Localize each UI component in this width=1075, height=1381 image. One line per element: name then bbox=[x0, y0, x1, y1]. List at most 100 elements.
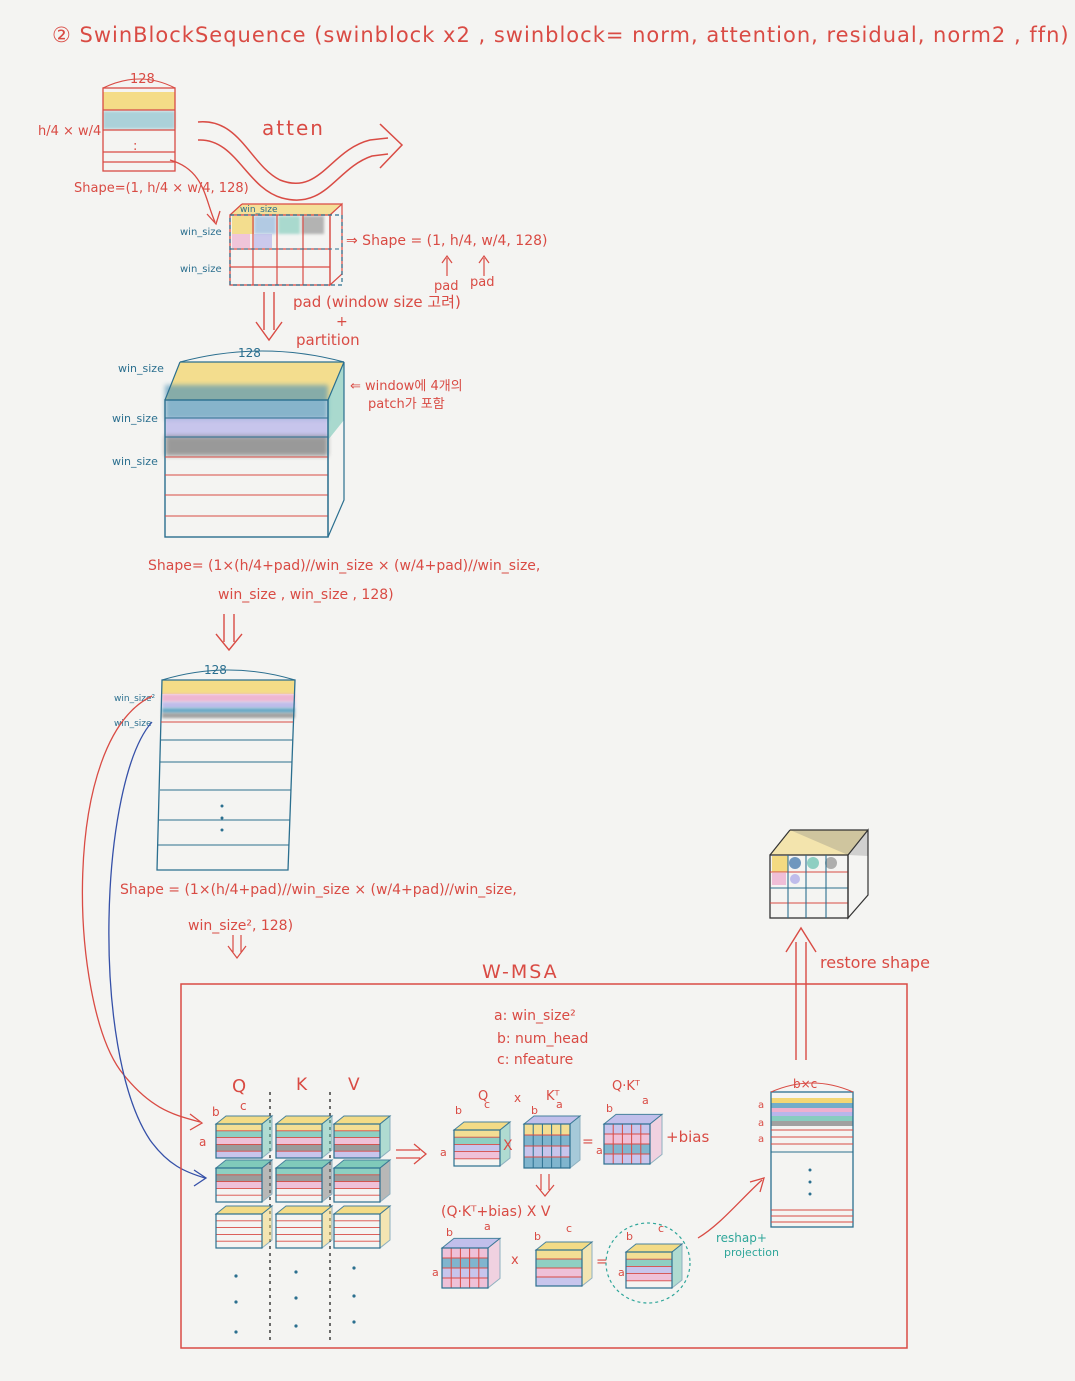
times-sign-2: x bbox=[511, 1253, 519, 1268]
qkv-continuation-dots bbox=[234, 1266, 356, 1334]
qkt-label: Q·Kᵀ bbox=[612, 1079, 641, 1094]
pad-arrow-1 bbox=[441, 254, 453, 276]
legend-c: c: nfeature bbox=[497, 1052, 573, 1068]
curve-arrow-red-head bbox=[189, 1113, 204, 1131]
padded-grid-cube bbox=[229, 202, 343, 287]
q-cube-head-1 bbox=[214, 1114, 274, 1160]
mm-a-label-4: a bbox=[596, 1144, 603, 1157]
v-cube-head-3 bbox=[332, 1204, 392, 1250]
kt-matmul-cube bbox=[522, 1114, 582, 1170]
pad-label-2: pad bbox=[470, 275, 494, 290]
av-b-label-2: b bbox=[534, 1230, 541, 1243]
av-c-label-3: c bbox=[658, 1222, 664, 1235]
mm-b-label-2: b bbox=[531, 1104, 538, 1117]
q-matmul-cube bbox=[452, 1120, 512, 1168]
av-b-label-3: b bbox=[626, 1230, 633, 1243]
times-small: x bbox=[514, 1091, 521, 1105]
matmul-row bbox=[452, 1113, 664, 1170]
k-cube-head-2 bbox=[274, 1158, 334, 1204]
shape-label-3-line1: Shape= (1×(h/4+pad)//win_size × (w/4+pad… bbox=[148, 558, 540, 574]
atten-label: atten bbox=[262, 116, 325, 140]
curve-arrow-red bbox=[81, 695, 201, 1123]
qkv-a-label: a bbox=[199, 1135, 206, 1149]
projection-label: projection bbox=[724, 1246, 779, 1259]
mm-c-label-1: c bbox=[484, 1098, 490, 1111]
to-grid-arrowhead bbox=[206, 210, 221, 226]
dim-label-128-cube: 128 bbox=[238, 346, 261, 360]
pad-window-label: pad (window size 고려) bbox=[293, 293, 461, 311]
dots-label: : bbox=[133, 139, 137, 154]
legend-a: a: win_size² bbox=[494, 1008, 576, 1024]
partition-label: partition bbox=[296, 331, 360, 349]
dim-label-h-w: h/4 × w/4 bbox=[38, 124, 101, 139]
matmul-down-arrow bbox=[535, 1174, 555, 1197]
q-header: Q bbox=[232, 1076, 246, 1097]
plus-bias-label: +bias bbox=[666, 1128, 709, 1146]
kt-label: Kᵀ bbox=[546, 1089, 561, 1104]
reshape-arrow bbox=[697, 1179, 763, 1239]
win-size-sq-label: win_size² bbox=[114, 694, 156, 704]
win-size-label-left2: win_size bbox=[180, 264, 222, 275]
partition-cube bbox=[164, 350, 345, 538]
qkt-matmul-cube bbox=[602, 1113, 664, 1166]
wmsa-frame bbox=[180, 983, 908, 1349]
wmsa-title: W-MSA bbox=[482, 961, 559, 983]
mm-b-label-1: b bbox=[455, 1104, 462, 1117]
dim-label-128-top: 128 bbox=[130, 72, 155, 87]
shape-label-3-line2: win_size , win_size , 128) bbox=[218, 587, 394, 603]
restore-shape-label: restore shape bbox=[820, 953, 930, 972]
av-c-label-2: c bbox=[566, 1222, 572, 1235]
qkv-cube-stack bbox=[214, 1114, 392, 1250]
curve-arrow-blue bbox=[108, 721, 206, 1179]
q-cube-head-2 bbox=[214, 1158, 274, 1204]
k-header: K bbox=[296, 1075, 308, 1095]
qkv-c-label: c bbox=[240, 1099, 247, 1113]
win-size-label-left1: win_size bbox=[180, 227, 222, 238]
legend-b: b: num_head bbox=[497, 1031, 588, 1047]
to-grid-arrow bbox=[169, 159, 216, 223]
result-cube bbox=[624, 1242, 684, 1290]
double-down-arrow-2 bbox=[215, 614, 243, 652]
shape-label-1: Shape=(1, h/4 × w/4, 128) bbox=[74, 181, 249, 196]
flattened-sequence bbox=[156, 669, 296, 871]
av-a-label-1: a bbox=[432, 1266, 439, 1279]
restore-arrow bbox=[785, 926, 817, 1060]
attn-matrix-cube bbox=[440, 1237, 502, 1290]
window-note-line1: ⇐ window에 4개의 bbox=[350, 379, 463, 394]
k-cube-head-3 bbox=[274, 1204, 334, 1250]
window-note-line2: patch가 포함 bbox=[368, 397, 445, 412]
double-down-arrow-3 bbox=[227, 935, 247, 959]
bxc-label: b×c bbox=[793, 1077, 817, 1091]
v-header: V bbox=[348, 1075, 360, 1095]
mm-a-label-2: a bbox=[556, 1098, 563, 1111]
mm-a-label-1: a bbox=[440, 1146, 447, 1159]
q-cube-head-3 bbox=[214, 1204, 274, 1250]
token-sequence-block bbox=[102, 78, 176, 172]
out-a-label-1: a bbox=[758, 1100, 764, 1111]
pad-arrow-2 bbox=[478, 254, 490, 276]
output-sequence bbox=[770, 1082, 854, 1228]
reshape-label: reshap+ bbox=[716, 1231, 767, 1245]
v-cube-head-1 bbox=[332, 1114, 392, 1160]
equals-sign-1: = bbox=[582, 1134, 594, 1150]
out-a-label-3: a bbox=[758, 1134, 764, 1145]
shape-label-4-line1: Shape = (1×(h/4+pad)//win_size × (w/4+pa… bbox=[120, 882, 517, 898]
result-highlight-circle bbox=[605, 1222, 691, 1304]
shape-label-4-line2: win_size², 128) bbox=[188, 918, 293, 934]
v-cube-head-2 bbox=[332, 1158, 392, 1204]
curve-arrow-blue-head bbox=[193, 1169, 208, 1187]
k-cube-head-1 bbox=[274, 1114, 334, 1160]
double-down-arrow-1 bbox=[255, 292, 283, 342]
pad-label-1: pad bbox=[434, 279, 458, 294]
restored-cube bbox=[769, 828, 869, 920]
av-a-label-2: a bbox=[484, 1220, 491, 1233]
reshape-arrowhead bbox=[749, 1177, 765, 1193]
win-size-label-top: win_size bbox=[240, 205, 278, 215]
page-title: ② SwinBlockSequence (swinblock x2 , swin… bbox=[52, 23, 1070, 47]
atten-arrow bbox=[197, 121, 404, 201]
equals-sign-2: = bbox=[596, 1254, 608, 1270]
mm-a-label-3: a bbox=[642, 1094, 649, 1107]
mm-b-label-3: b bbox=[606, 1102, 613, 1115]
q-small-label: Q bbox=[478, 1089, 488, 1104]
